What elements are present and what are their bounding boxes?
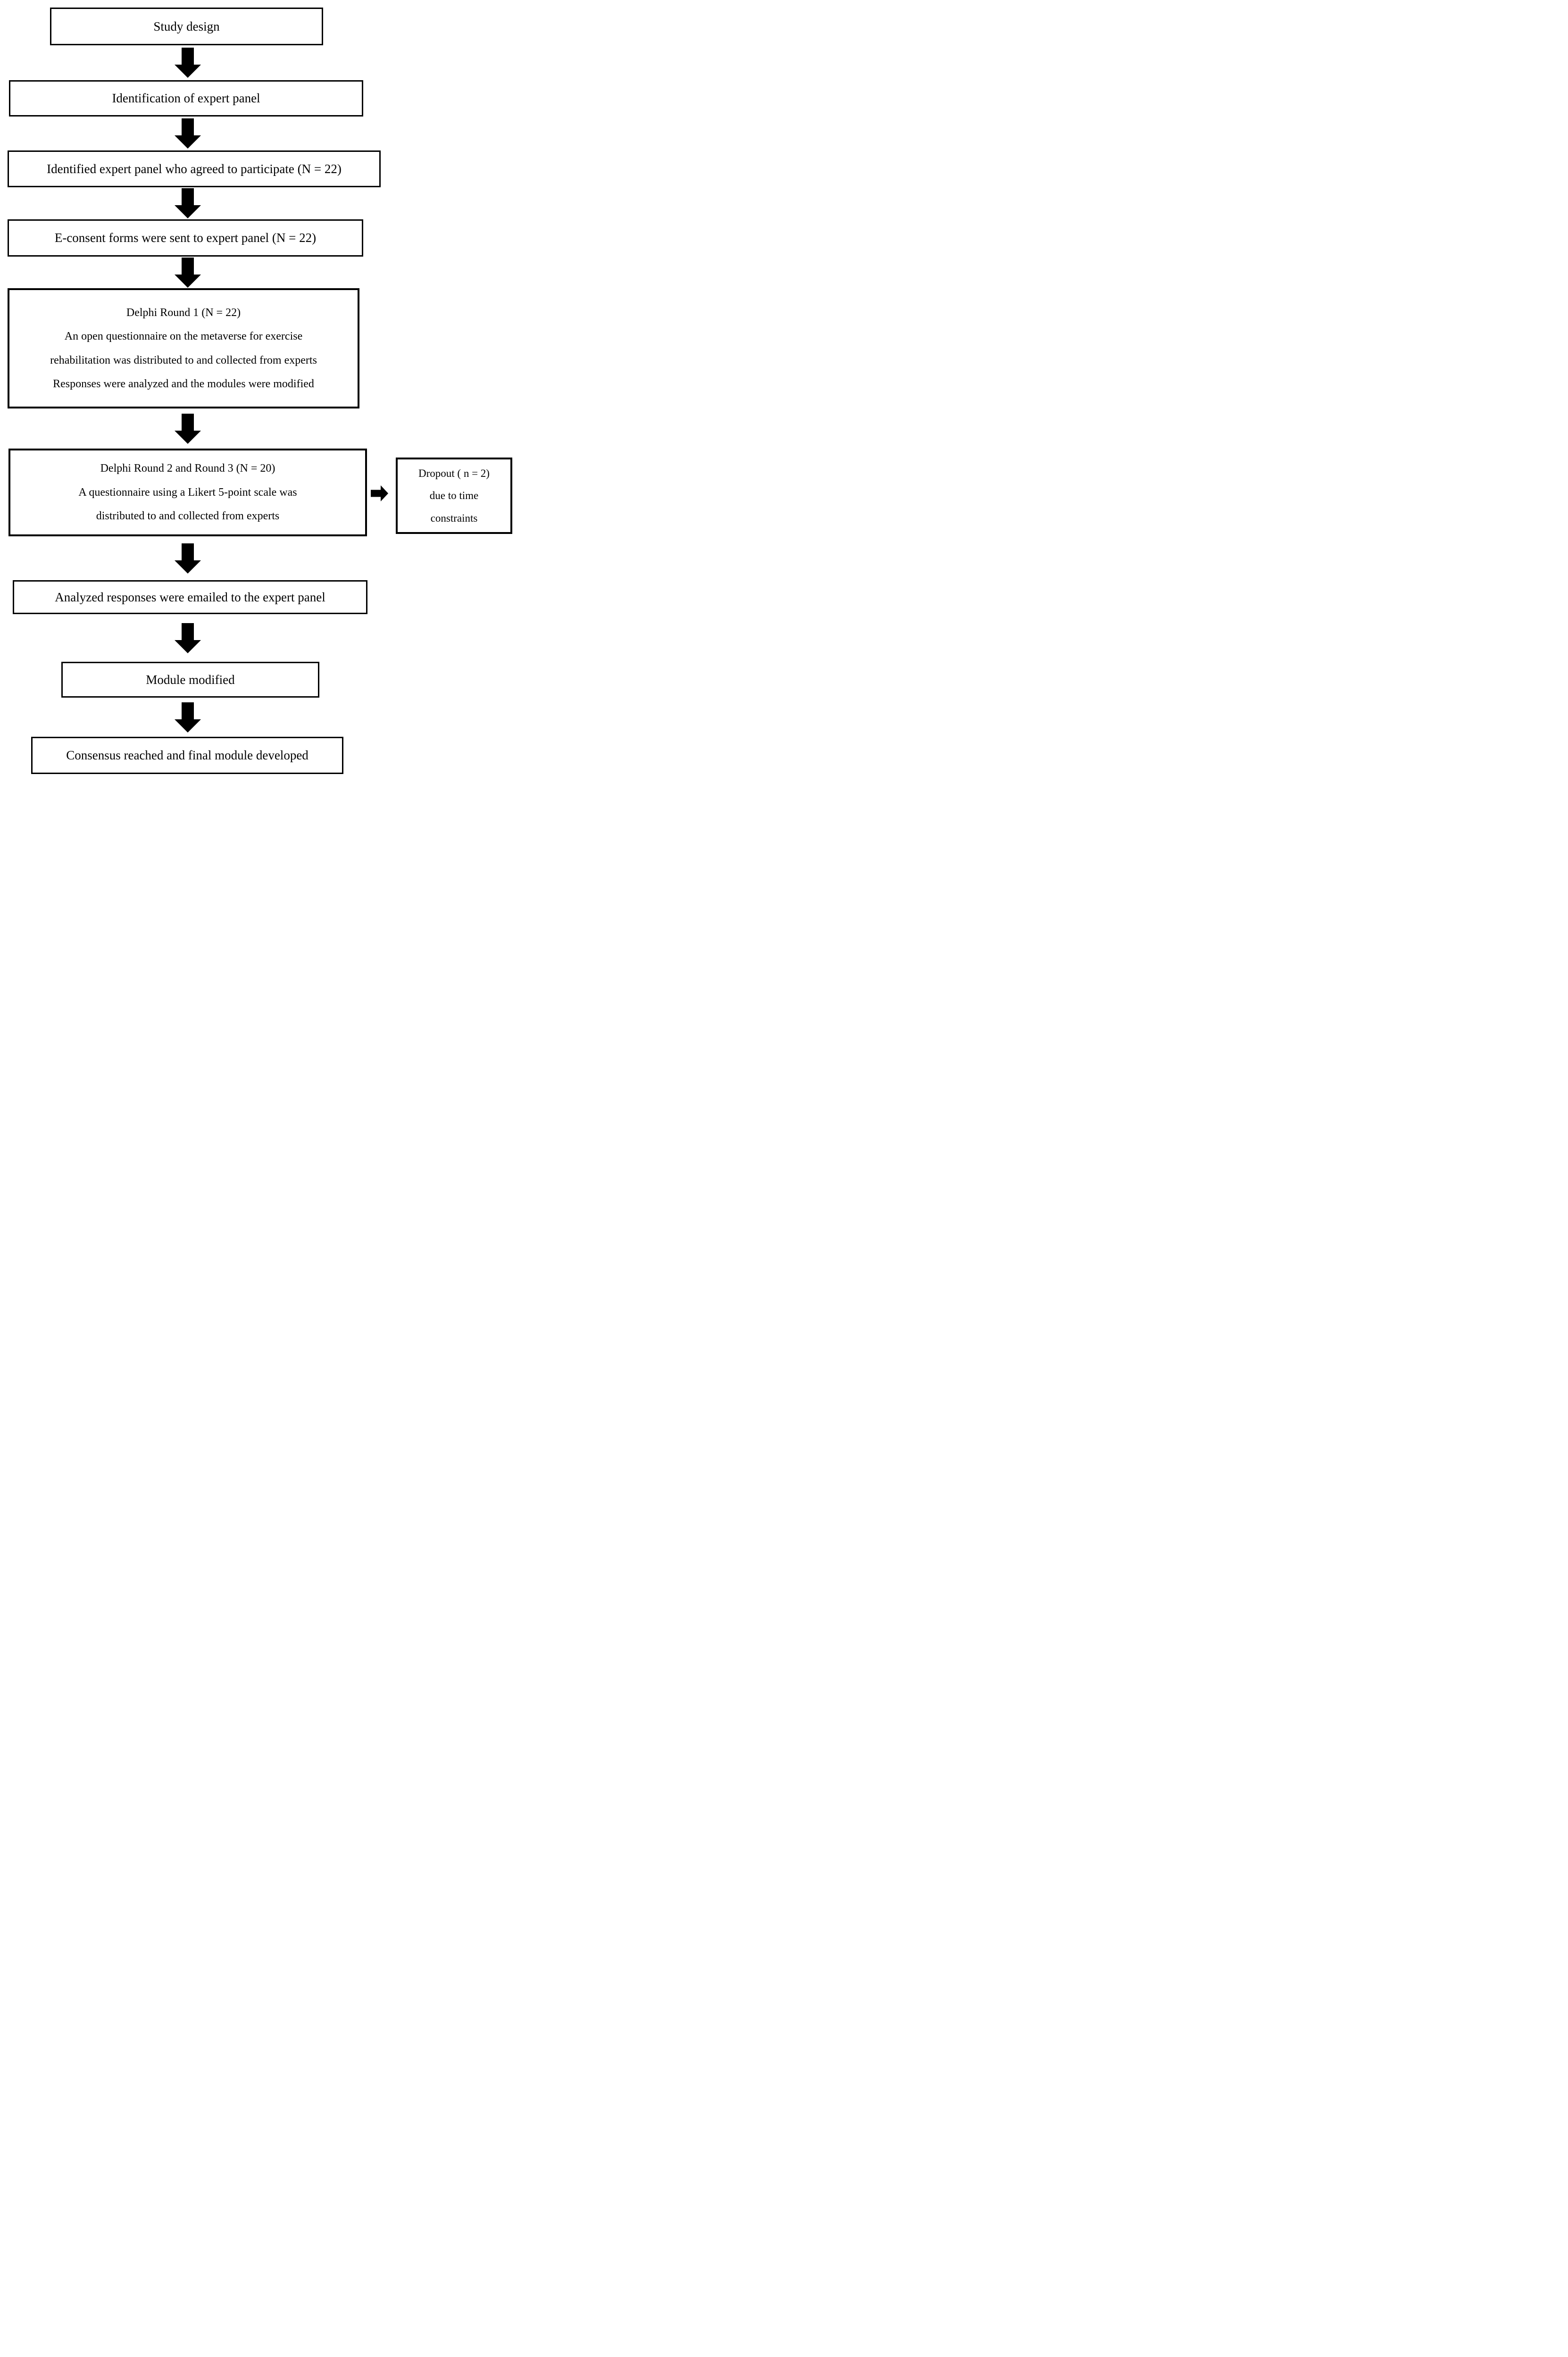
node-line: Delphi Round 1 (N = 22) [126,306,241,319]
node-line: distributed to and collected from expert… [96,510,280,523]
arrow-down-icon [175,623,201,653]
node-label: Consensus reached and final module devel… [66,748,309,762]
arrow-down-icon [175,543,201,574]
arrow-down-icon [175,48,201,78]
flow-diagram: Study design Identification of expert pa… [0,0,523,786]
node-identification: Identification of expert panel [9,80,363,117]
arrow-down-icon [175,702,201,733]
flow-arrow-1 [175,48,201,78]
node-label: Identification of expert panel [112,91,260,105]
flow-arrow-2 [175,118,201,149]
node-econsent: E-consent forms were sent to expert pane… [8,219,363,257]
node-line: Dropout ( n = 2) [418,467,490,480]
flow-arrow-4 [175,258,201,288]
node-line: An open questionnaire on the metaverse f… [64,330,303,343]
arrow-down-icon [175,414,201,444]
flow-arrow-8 [175,702,201,733]
node-analyzed-responses: Analyzed responses were emailed to the e… [13,580,367,614]
node-delphi-round-2-3: Delphi Round 2 and Round 3 (N = 20) A qu… [8,449,367,536]
node-agreed-to-participate: Identified expert panel who agreed to pa… [8,150,381,187]
flow-arrow-7 [175,623,201,653]
node-delphi-round-1: Delphi Round 1 (N = 22) An open question… [8,288,359,408]
flow-arrow-3 [175,188,201,218]
node-consensus: Consensus reached and final module devel… [31,737,343,774]
node-label: Analyzed responses were emailed to the e… [55,590,325,604]
flow-arrow-6 [175,543,201,574]
node-line: A questionnaire using a Likert 5-point s… [78,486,297,499]
node-line: due to time [429,490,479,502]
flow-arrow-dropout [371,485,388,501]
node-line: Responses were analyzed and the modules … [53,377,314,390]
node-line: rehabilitation was distributed to and co… [50,354,317,366]
arrow-down-icon [175,118,201,149]
node-module-modified: Module modified [61,662,319,698]
node-label: E-consent forms were sent to expert pane… [54,231,317,245]
arrow-right-icon [371,485,388,501]
node-line: constraints [430,512,478,524]
node-label: Study design [153,19,220,33]
node-study-design: Study design [50,8,323,45]
node-label: Identified expert panel who agreed to pa… [47,161,342,176]
node-dropout: Dropout ( n = 2) due to time constraints [396,458,512,534]
arrow-down-icon [175,258,201,288]
node-label: Module modified [146,672,235,687]
node-line: Delphi Round 2 and Round 3 (N = 20) [100,462,275,475]
flow-arrow-5 [175,414,201,444]
arrow-down-icon [175,188,201,218]
